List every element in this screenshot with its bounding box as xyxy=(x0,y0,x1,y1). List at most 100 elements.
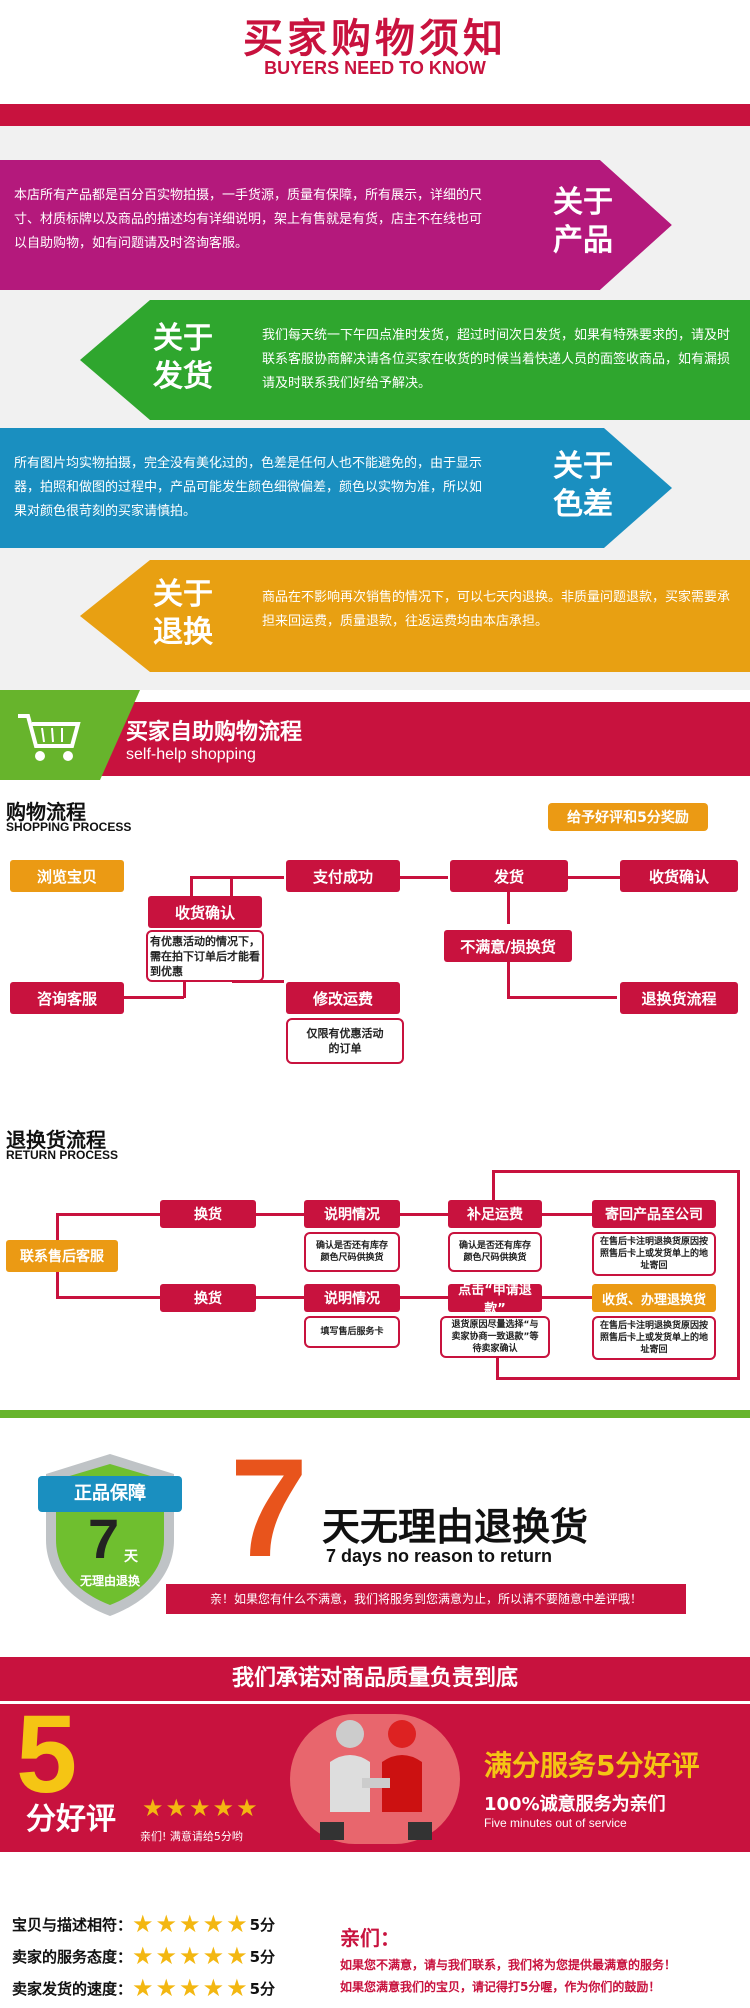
section-product-text: 本店所有产品都是百分百实物拍摄，一手货源，质量有保障，所有展示，详细的尺寸、材质… xyxy=(14,188,483,251)
cart-icon xyxy=(18,714,81,761)
score-row: 宝贝与描述相符： ★★★★★ 5分 xyxy=(12,1910,275,1938)
connector xyxy=(568,876,620,879)
label-l2: 发货 xyxy=(153,359,213,394)
apply-refund-button[interactable]: 点击“申请退款” xyxy=(448,1283,542,1317)
rating-label: 分好评 xyxy=(26,1802,116,1837)
notice-title-cn: 买家购物须知 xyxy=(243,16,507,62)
connector xyxy=(256,1213,304,1216)
selfhelp-title-en: self-help shopping xyxy=(126,746,256,763)
supplement-shipping-button[interactable]: 补足运费 xyxy=(448,1200,542,1228)
connector xyxy=(230,876,284,879)
connector xyxy=(492,1170,740,1173)
guarantee-ribbon: 亲！如果您有什么不满意，我们将服务到您满意为止，所以请不要随意中差评哦！ xyxy=(166,1584,686,1614)
explain-button[interactable]: 说明情况 xyxy=(304,1200,400,1228)
shield-ribbon: 正品保障 xyxy=(38,1476,182,1512)
big-title-cn: 天无理由退换货 xyxy=(322,1505,589,1549)
confirm-receipt-button-2[interactable]: 收货确认 xyxy=(620,860,738,892)
explain-button-2[interactable]: 说明情况 xyxy=(304,1284,400,1312)
label-l2: 产品 xyxy=(553,223,613,258)
score-value: 5分 xyxy=(249,1979,276,1998)
connector xyxy=(56,1213,160,1216)
receive-return-button[interactable]: 收货、办理退换货 xyxy=(592,1284,716,1312)
rating-title: 满分服务5分好评 xyxy=(484,1749,700,1782)
section-shipping-text: 我们每天统一下午四点准时发货，超过时间次日发货，如果有特殊要求的，请及时联系客服… xyxy=(262,328,731,391)
connector xyxy=(507,996,617,999)
star-icon: ★ xyxy=(155,1910,178,1938)
section-return-label: 关于 退换 xyxy=(138,576,228,652)
connector xyxy=(124,996,184,999)
shield-number: 7 xyxy=(88,1507,120,1570)
star-icon: ★ xyxy=(236,1794,258,1822)
contact-aftersales-button[interactable]: 联系售后客服 xyxy=(6,1240,118,1272)
promise-banner: 我们承诺对商品质量负责到底 xyxy=(0,1657,750,1701)
score-value: 5分 xyxy=(249,1947,276,1966)
star-icon: ★ xyxy=(179,1974,201,2002)
star-icon: ★ xyxy=(189,1794,211,1822)
label-l1: 关于 xyxy=(553,449,613,484)
connector xyxy=(400,876,448,879)
shield-day: 天 xyxy=(124,1549,138,1565)
exchange-note: 确认是否还有库存颜色尺码供换货 xyxy=(304,1232,400,1272)
connector xyxy=(542,1296,592,1299)
send-back-note: 在售后卡注明退换货原因按照售后卡上或发货单上的地址寄回 xyxy=(592,1232,716,1276)
connector xyxy=(400,1213,448,1216)
label-l1: 关于 xyxy=(153,577,213,612)
pay-success-button[interactable]: 支付成功 xyxy=(286,860,400,892)
header-band xyxy=(0,104,750,126)
refund-note: 退货原因尽量选择“与卖家协商一致退款”等待卖家确认 xyxy=(440,1316,550,1358)
section-return-bg xyxy=(80,560,750,672)
star-icon: ★ xyxy=(226,1910,248,1938)
star-icon: ★ xyxy=(226,1974,248,2002)
section-product-label: 关于 产品 xyxy=(538,184,628,260)
label-l1: 关于 xyxy=(553,185,613,220)
big-seven: 7 xyxy=(230,1429,308,1586)
label-l2: 退换 xyxy=(153,615,213,650)
section-return-text: 商品在不影响再次销售的情况下，可以七天内退换。非质量问题退款，买家需要承担来回运… xyxy=(262,590,731,629)
confirm-receipt-button[interactable]: 收货确认 xyxy=(148,896,262,928)
connector xyxy=(190,876,193,896)
star-icon: ★ xyxy=(179,1910,201,1938)
modify-shipping-button[interactable]: 修改运费 xyxy=(286,982,400,1014)
closing-title: 亲们： xyxy=(340,1926,400,1950)
exchange-button[interactable]: 换货 xyxy=(160,1200,256,1228)
connector xyxy=(256,1296,304,1299)
notice-header: 买家购物须知 BUYERS NEED TO KNOW xyxy=(0,0,750,126)
shopping-title-en: SHOPPING PROCESS xyxy=(6,820,132,834)
discount-note: 有优惠活动的情况下，需在拍下订单后才能看到优惠 xyxy=(146,930,264,982)
connector xyxy=(400,1296,448,1299)
star-icon: ★ xyxy=(202,1910,225,1938)
star-icon: ★ xyxy=(165,1794,188,1822)
selfhelp-title-cn: 买家自助购物流程 xyxy=(126,720,303,745)
star-icon: ★ xyxy=(155,1974,178,2002)
shield-bottom: 无理由退换 xyxy=(80,1574,141,1588)
star-icon: ★ xyxy=(132,1974,154,2002)
star-icon: ★ xyxy=(179,1942,201,1970)
modify-note: 仅限有优惠活动的订单 xyxy=(286,1018,404,1064)
handshake-icon xyxy=(320,1720,432,1840)
big-title-en: 7 days no reason to return xyxy=(326,1546,553,1566)
send-back-button[interactable]: 寄回产品至公司 xyxy=(592,1200,716,1228)
rating-subtitle: 100%诚意服务为亲们 xyxy=(484,1794,666,1815)
score-label: 卖家的服务态度： xyxy=(12,1947,133,1966)
rating-stars: ★★★★★ xyxy=(142,1796,260,1820)
unhappy-button[interactable]: 不满意/损换货 xyxy=(444,930,572,962)
section-color-bg xyxy=(0,428,672,548)
return-flow-button[interactable]: 退换货流程 xyxy=(620,982,738,1014)
score-label: 卖家发货的速度： xyxy=(12,1979,133,1998)
browse-button[interactable]: 浏览宝贝 xyxy=(10,860,124,892)
score-label: 宝贝与描述相符： xyxy=(12,1915,133,1934)
connector xyxy=(737,1170,740,1380)
connector xyxy=(542,1213,592,1216)
star-icon: ★ xyxy=(132,1910,154,1938)
connector xyxy=(496,1356,499,1380)
section-color-text: 所有图片均实物拍摄，完全没有美化过的，色差是任何人也不能避免的，由于显示器，拍照… xyxy=(14,456,483,519)
section-shipping-bg xyxy=(80,300,750,420)
section-shipping-label: 关于 发货 xyxy=(138,320,228,396)
supplement-note: 确认是否还有库存颜色尺码供换货 xyxy=(448,1232,542,1272)
star-icon: ★ xyxy=(202,1974,225,2002)
ship-button[interactable]: 发货 xyxy=(450,860,568,892)
exchange-button-2[interactable]: 换货 xyxy=(160,1284,256,1312)
closing-line1: 如果您不满意，请与我们联系，我们将为您提供最满意的服务！ xyxy=(340,1958,677,1972)
consult-button[interactable]: 咨询客服 xyxy=(10,982,124,1014)
label-l1: 关于 xyxy=(153,321,213,356)
